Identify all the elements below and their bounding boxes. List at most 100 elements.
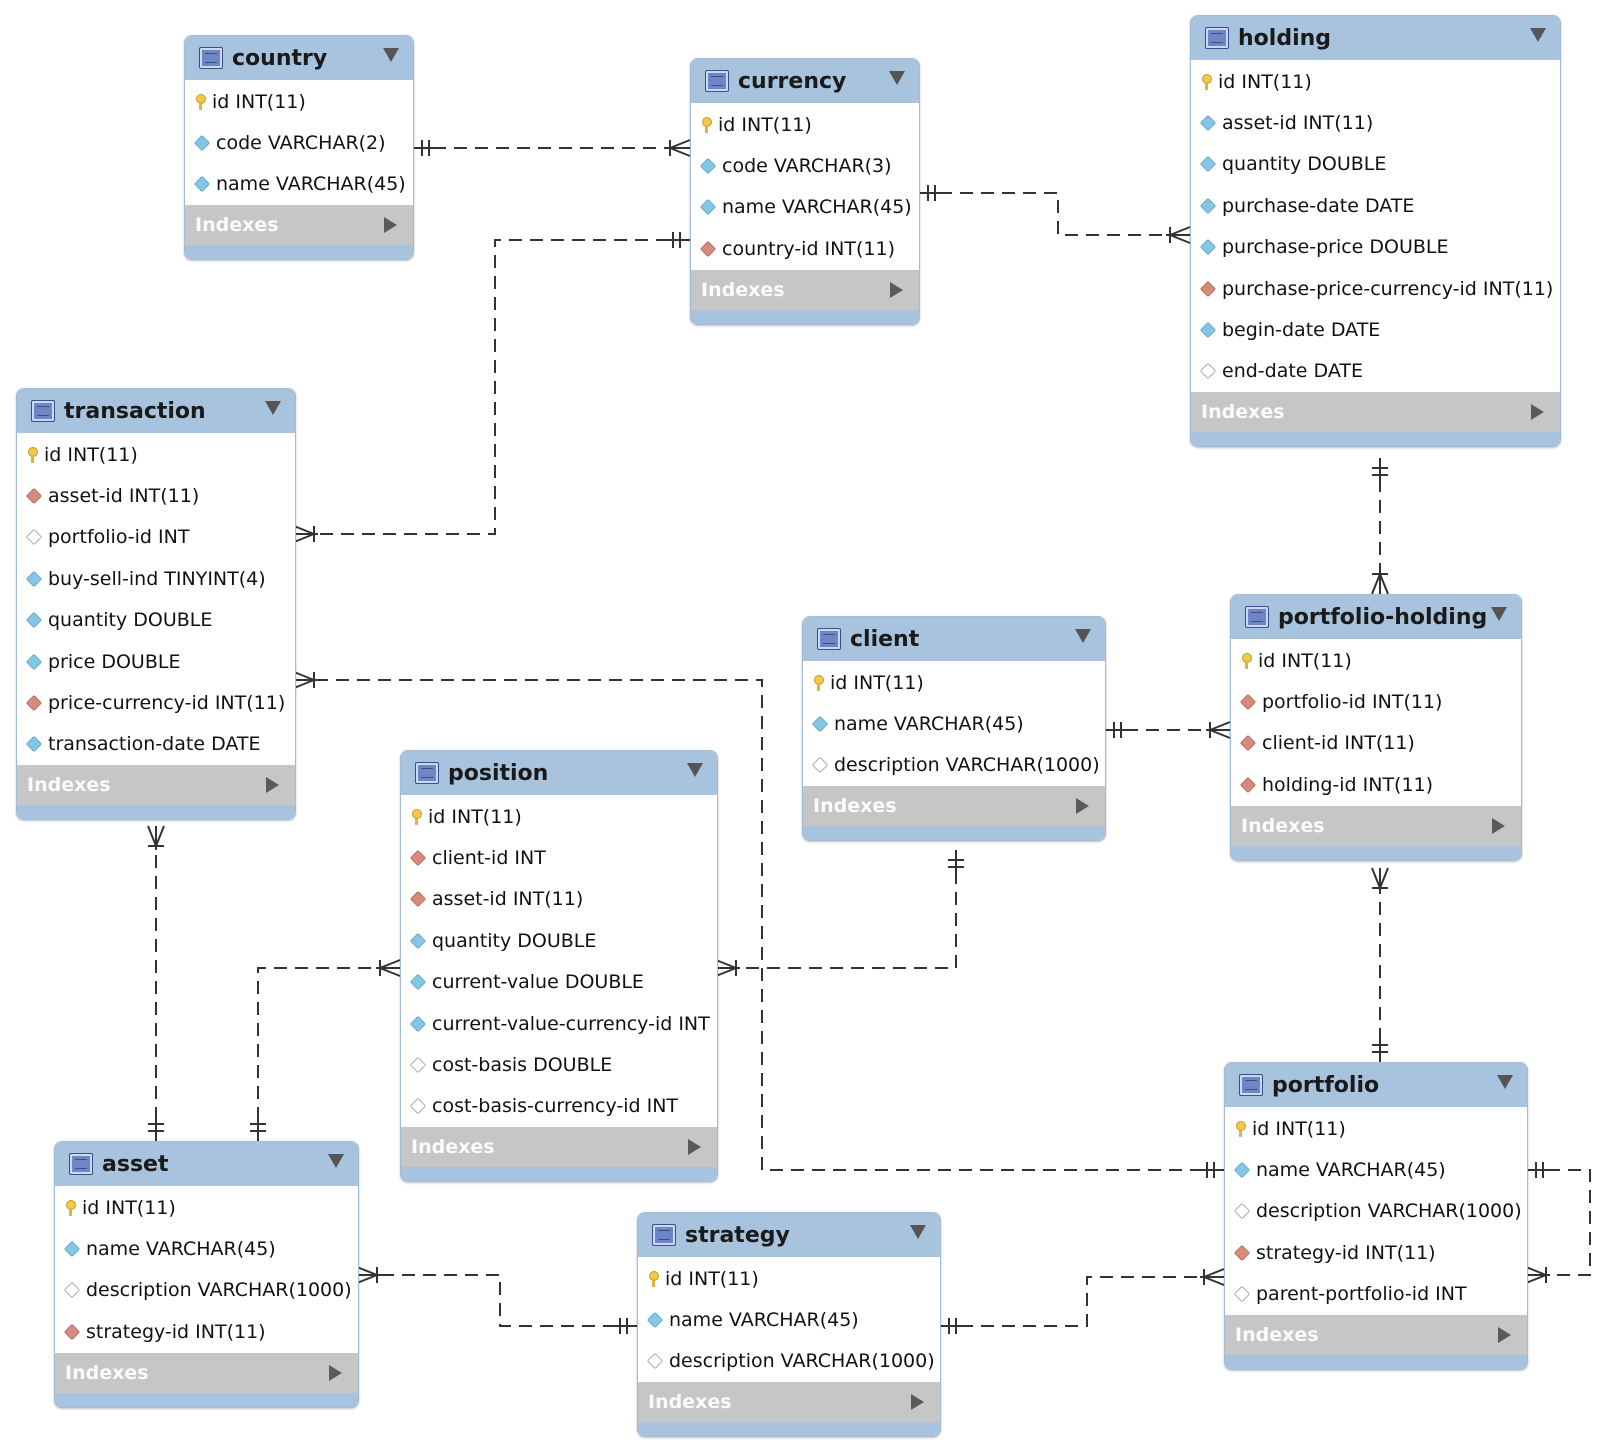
- expand-arrow-icon[interactable]: [1531, 404, 1544, 421]
- indexes-section[interactable]: Indexes: [638, 1382, 940, 1423]
- column-row[interactable]: id INT(11): [401, 796, 717, 837]
- column-row[interactable]: strategy-id INT(11): [55, 1311, 358, 1352]
- relationship-portfolio-portfolio-holding[interactable]: [1371, 867, 1389, 1062]
- column-row[interactable]: description VARCHAR(1000): [803, 745, 1105, 786]
- indexes-section[interactable]: Indexes: [803, 786, 1105, 827]
- table-header[interactable]: holding: [1191, 16, 1560, 60]
- column-row[interactable]: cost-basis-currency-id INT: [401, 1086, 717, 1127]
- table-header[interactable]: transaction: [17, 389, 295, 433]
- relationship-client-portfolio-holding[interactable]: [1104, 721, 1231, 739]
- column-row[interactable]: id INT(11): [691, 104, 919, 145]
- column-row[interactable]: cost-basis DOUBLE: [401, 1044, 717, 1085]
- expand-arrow-icon[interactable]: [688, 1139, 701, 1156]
- collapse-caret-icon[interactable]: [1075, 629, 1091, 643]
- column-row[interactable]: description VARCHAR(1000): [1225, 1191, 1527, 1232]
- column-row[interactable]: id INT(11): [638, 1258, 940, 1299]
- collapse-caret-icon[interactable]: [328, 1154, 344, 1168]
- column-row[interactable]: quantity DOUBLE: [401, 920, 717, 961]
- table-header[interactable]: portfolio: [1225, 1063, 1527, 1107]
- column-row[interactable]: current-value-currency-id INT: [401, 1003, 717, 1044]
- collapse-caret-icon[interactable]: [889, 71, 905, 85]
- column-row[interactable]: portfolio-id INT(11): [1231, 681, 1521, 722]
- table-header[interactable]: portfolio-holding: [1231, 595, 1521, 639]
- expand-arrow-icon[interactable]: [384, 217, 397, 234]
- column-row[interactable]: asset-id INT(11): [17, 475, 295, 516]
- relationship-strategy-asset[interactable]: [356, 1266, 637, 1334]
- indexes-section[interactable]: Indexes: [1191, 392, 1560, 433]
- indexes-section[interactable]: Indexes: [55, 1352, 358, 1393]
- relationship-holding-portfolio-holding[interactable]: [1371, 458, 1389, 595]
- relationship-client-position[interactable]: [715, 850, 964, 977]
- collapse-caret-icon[interactable]: [910, 1225, 926, 1239]
- relationship-country-currency[interactable]: [412, 139, 691, 157]
- column-row[interactable]: asset-id INT(11): [1191, 102, 1560, 143]
- column-row[interactable]: parent-portfolio-id INT: [1225, 1274, 1527, 1315]
- collapse-caret-icon[interactable]: [383, 48, 399, 62]
- column-row[interactable]: end-date DATE: [1191, 351, 1560, 392]
- column-row[interactable]: portfolio-id INT: [17, 517, 295, 558]
- column-row[interactable]: asset-id INT(11): [401, 879, 717, 920]
- table-header[interactable]: position: [401, 751, 717, 795]
- column-row[interactable]: id INT(11): [55, 1187, 358, 1228]
- column-row[interactable]: client-id INT(11): [1231, 723, 1521, 764]
- column-row[interactable]: code VARCHAR(2): [185, 122, 413, 163]
- expand-arrow-icon[interactable]: [890, 281, 903, 298]
- indexes-section[interactable]: Indexes: [185, 205, 413, 246]
- column-row[interactable]: buy-sell-ind TINYINT(4): [17, 558, 295, 599]
- column-row[interactable]: transaction-date DATE: [17, 724, 295, 765]
- column-row[interactable]: holding-id INT(11): [1231, 764, 1521, 805]
- relationship-portfolio-portfolio[interactable]: [1525, 1162, 1591, 1284]
- table-header[interactable]: country: [185, 36, 413, 80]
- column-row[interactable]: name VARCHAR(45): [1225, 1149, 1527, 1190]
- column-row[interactable]: price-currency-id INT(11): [17, 682, 295, 723]
- column-row[interactable]: country-id INT(11): [691, 228, 919, 269]
- column-row[interactable]: begin-date DATE: [1191, 309, 1560, 350]
- relationship-strategy-portfolio[interactable]: [939, 1268, 1225, 1334]
- relationship-currency-holding[interactable]: [918, 185, 1191, 244]
- column-row[interactable]: strategy-id INT(11): [1225, 1232, 1527, 1273]
- column-row[interactable]: id INT(11): [1191, 61, 1560, 102]
- column-row[interactable]: name VARCHAR(45): [638, 1299, 940, 1340]
- column-row[interactable]: description VARCHAR(1000): [55, 1270, 358, 1311]
- column-row[interactable]: quantity DOUBLE: [1191, 144, 1560, 185]
- table-header[interactable]: currency: [691, 59, 919, 103]
- collapse-caret-icon[interactable]: [687, 763, 703, 777]
- column-row[interactable]: purchase-price DOUBLE: [1191, 227, 1560, 268]
- relationship-currency-transaction[interactable]: [293, 232, 690, 543]
- table-header[interactable]: asset: [55, 1142, 358, 1186]
- expand-arrow-icon[interactable]: [1076, 798, 1089, 815]
- column-row[interactable]: id INT(11): [17, 434, 295, 475]
- column-row[interactable]: code VARCHAR(3): [691, 145, 919, 186]
- column-row[interactable]: name VARCHAR(45): [691, 187, 919, 228]
- column-row[interactable]: price DOUBLE: [17, 641, 295, 682]
- indexes-section[interactable]: Indexes: [401, 1127, 717, 1168]
- relationship-asset-position[interactable]: [250, 959, 401, 1141]
- column-row[interactable]: purchase-price-currency-id INT(11): [1191, 268, 1560, 309]
- column-row[interactable]: name VARCHAR(45): [55, 1228, 358, 1269]
- relationship-asset-transaction[interactable]: [147, 825, 165, 1141]
- expand-arrow-icon[interactable]: [1492, 817, 1505, 834]
- column-row[interactable]: name VARCHAR(45): [185, 164, 413, 205]
- column-row[interactable]: client-id INT: [401, 837, 717, 878]
- column-row[interactable]: id INT(11): [1231, 640, 1521, 681]
- indexes-section[interactable]: Indexes: [691, 269, 919, 310]
- expand-arrow-icon[interactable]: [266, 777, 279, 794]
- collapse-caret-icon[interactable]: [1497, 1075, 1513, 1089]
- column-row[interactable]: id INT(11): [1225, 1108, 1527, 1149]
- column-row[interactable]: id INT(11): [803, 662, 1105, 703]
- column-row[interactable]: quantity DOUBLE: [17, 600, 295, 641]
- column-row[interactable]: id INT(11): [185, 81, 413, 122]
- indexes-section[interactable]: Indexes: [1231, 805, 1521, 846]
- collapse-caret-icon[interactable]: [265, 401, 281, 415]
- column-row[interactable]: description VARCHAR(1000): [638, 1341, 940, 1382]
- collapse-caret-icon[interactable]: [1530, 28, 1546, 42]
